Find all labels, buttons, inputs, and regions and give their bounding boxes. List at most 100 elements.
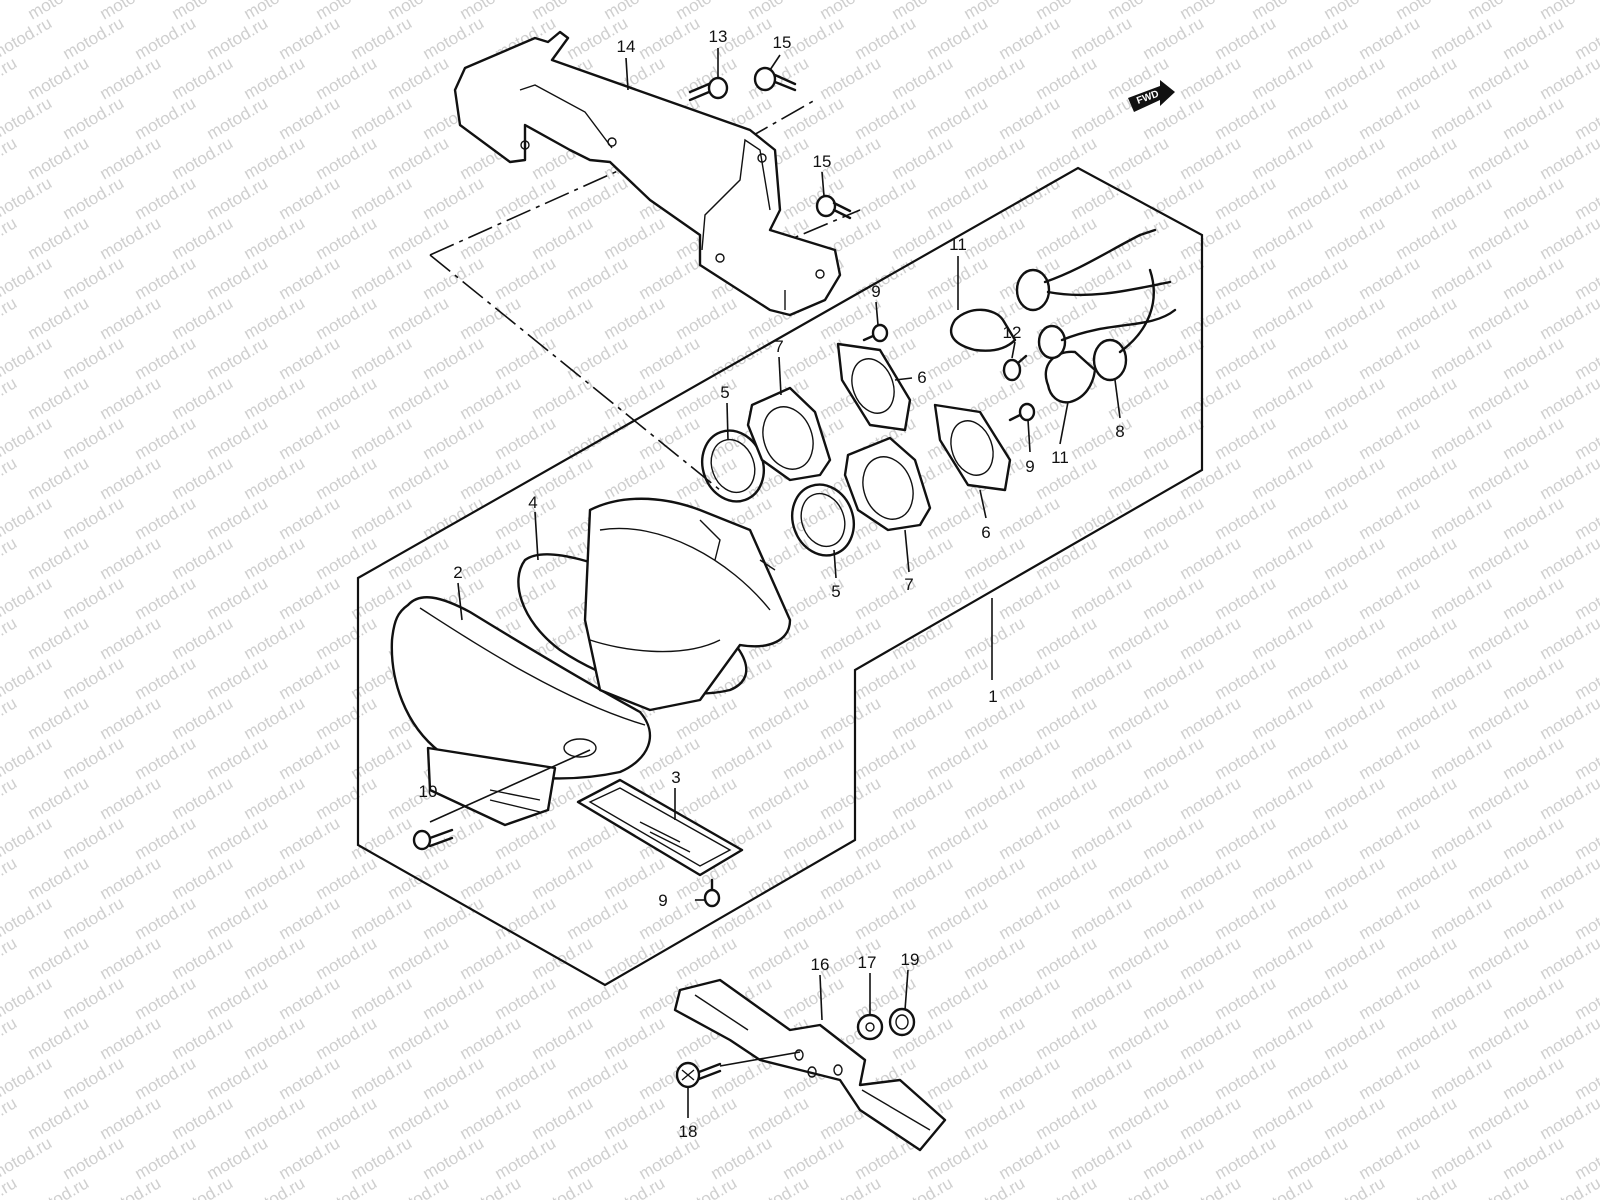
screw-part-10 (412, 828, 454, 851)
watermark-text: motod.ru (1249, 533, 1317, 583)
watermark-text: motod.ru (1033, 533, 1101, 583)
watermark-text: motod.ru (564, 1133, 632, 1183)
watermark-text: motod.ru (313, 1093, 381, 1143)
watermark-text: motod.ru (1428, 973, 1496, 1023)
watermark-text: motod.ru (1500, 333, 1568, 383)
watermark-text: motod.ru (0, 1173, 20, 1200)
watermark-text: motod.ru (492, 1133, 560, 1183)
watermark-text: motod.ru (1321, 533, 1389, 583)
watermark-text: motod.ru (1465, 373, 1533, 423)
socket-wiring-part-8 (1015, 228, 1177, 382)
watermark-text: motod.ru (25, 933, 93, 983)
watermark-text: motod.ru (1284, 333, 1352, 383)
watermark-text: motod.ru (1428, 93, 1496, 143)
watermark-text: motod.ru (1105, 693, 1173, 743)
watermark-text: motod.ru (852, 893, 920, 943)
lens-part-2 (390, 596, 651, 827)
watermark-text: motod.ru (1356, 413, 1424, 463)
watermark-text: motod.ru (1428, 653, 1496, 703)
watermark-text: motod.ru (889, 533, 957, 583)
watermark-text: motod.ru (204, 973, 272, 1023)
watermark-text: motod.ru (313, 453, 381, 503)
washer-part-17 (856, 1013, 884, 1041)
watermark-text: motod.ru (780, 973, 848, 1023)
watermark-text: motod.ru (348, 1133, 416, 1183)
watermark-text: motod.ru (1428, 813, 1496, 863)
watermark-text: motod.ru (97, 1093, 165, 1143)
watermark-text: motod.ru (673, 373, 741, 423)
watermark-text: motod.ru (25, 453, 93, 503)
watermark-text: motod.ru (817, 853, 885, 903)
watermark-text: motod.ru (457, 293, 525, 343)
watermark-text: motod.ru (996, 1133, 1064, 1183)
watermark-text: motod.ru (25, 773, 93, 823)
watermark-text: motod.ru (1105, 453, 1173, 503)
watermark-text: motod.ru (1140, 893, 1208, 943)
watermark-text: motod.ru (996, 973, 1064, 1023)
watermark-text: motod.ru (1033, 133, 1101, 183)
watermark-text: motod.ru (1212, 493, 1280, 543)
watermark-text: motod.ru (241, 293, 309, 343)
watermark-text: motod.ru (1249, 293, 1317, 343)
callout-13: 13 (709, 27, 728, 46)
watermark-text: motod.ru (1356, 573, 1424, 623)
watermark-text: motod.ru (348, 333, 416, 383)
watermark-text: motod.ru (924, 893, 992, 943)
watermark-text: motod.ru (313, 213, 381, 263)
watermark-text: motod.ru (1393, 133, 1461, 183)
watermark-text: motod.ru (1212, 413, 1280, 463)
watermark-text: motod.ru (241, 453, 309, 503)
watermark-text: motod.ru (1105, 1173, 1173, 1200)
watermark-text: motod.ru (492, 253, 560, 303)
watermark-text: motod.ru (132, 93, 200, 143)
watermark-text: motod.ru (636, 13, 704, 63)
watermark-text: motod.ru (1284, 93, 1352, 143)
watermark-text: motod.ru (25, 1013, 93, 1063)
watermark-text: motod.ru (348, 1053, 416, 1103)
watermark-text: motod.ru (1033, 1093, 1101, 1143)
watermark-text: motod.ru (348, 413, 416, 463)
callout-5-lower: 5 (831, 582, 840, 601)
plate-part-3 (576, 778, 744, 877)
watermark-text: motod.ru (1393, 373, 1461, 423)
watermark-text: motod.ru (25, 213, 93, 263)
watermark-text: motod.ru (924, 653, 992, 703)
watermark-text: motod.ru (1428, 253, 1496, 303)
watermark-text: motod.ru (132, 13, 200, 63)
watermark-text: motod.ru (996, 173, 1064, 223)
watermark-text: motod.ru (1393, 1013, 1461, 1063)
watermark-text: motod.ru (97, 773, 165, 823)
watermark-text: motod.ru (1537, 613, 1600, 663)
watermark-text: motod.ru (852, 733, 920, 783)
watermark-text: motod.ru (961, 1093, 1029, 1143)
watermark-text: motod.ru (1465, 53, 1533, 103)
watermark-text: motod.ru (1105, 1093, 1173, 1143)
watermark-text: motod.ru (1500, 493, 1568, 543)
watermark-text: motod.ru (0, 773, 20, 823)
watermark-text: motod.ru (204, 253, 272, 303)
watermark-text: motod.ru (241, 853, 309, 903)
watermark-text: motod.ru (348, 173, 416, 223)
watermark-text: motod.ru (1537, 1013, 1600, 1063)
watermark-text: motod.ru (1465, 1013, 1533, 1063)
watermark-text: motod.ru (745, 1093, 813, 1143)
watermark-text: motod.ru (1393, 53, 1461, 103)
gasket-part-6-upper (836, 342, 912, 432)
watermark-text: motod.ru (1177, 1093, 1245, 1143)
watermark-text: motod.ru (601, 373, 669, 423)
watermark-text: motod.ru (169, 1093, 237, 1143)
watermark-text: motod.ru (924, 813, 992, 863)
watermark-text: motod.ru (636, 253, 704, 303)
watermark-text: motod.ru (1068, 893, 1136, 943)
watermark-text: motod.ru (1393, 853, 1461, 903)
ring-part-5-lower (791, 483, 855, 557)
watermark-text: motod.ru (420, 173, 488, 223)
watermark-text: motod.ru (60, 173, 128, 223)
watermark-text: motod.ru (1140, 573, 1208, 623)
watermark-text: motod.ru (1356, 333, 1424, 383)
watermark-text: motod.ru (313, 1173, 381, 1200)
watermark-text: motod.ru (1500, 573, 1568, 623)
watermark-text: motod.ru (1212, 173, 1280, 223)
callout-7-lower: 7 (904, 575, 913, 594)
watermark-text: motod.ru (1500, 413, 1568, 463)
